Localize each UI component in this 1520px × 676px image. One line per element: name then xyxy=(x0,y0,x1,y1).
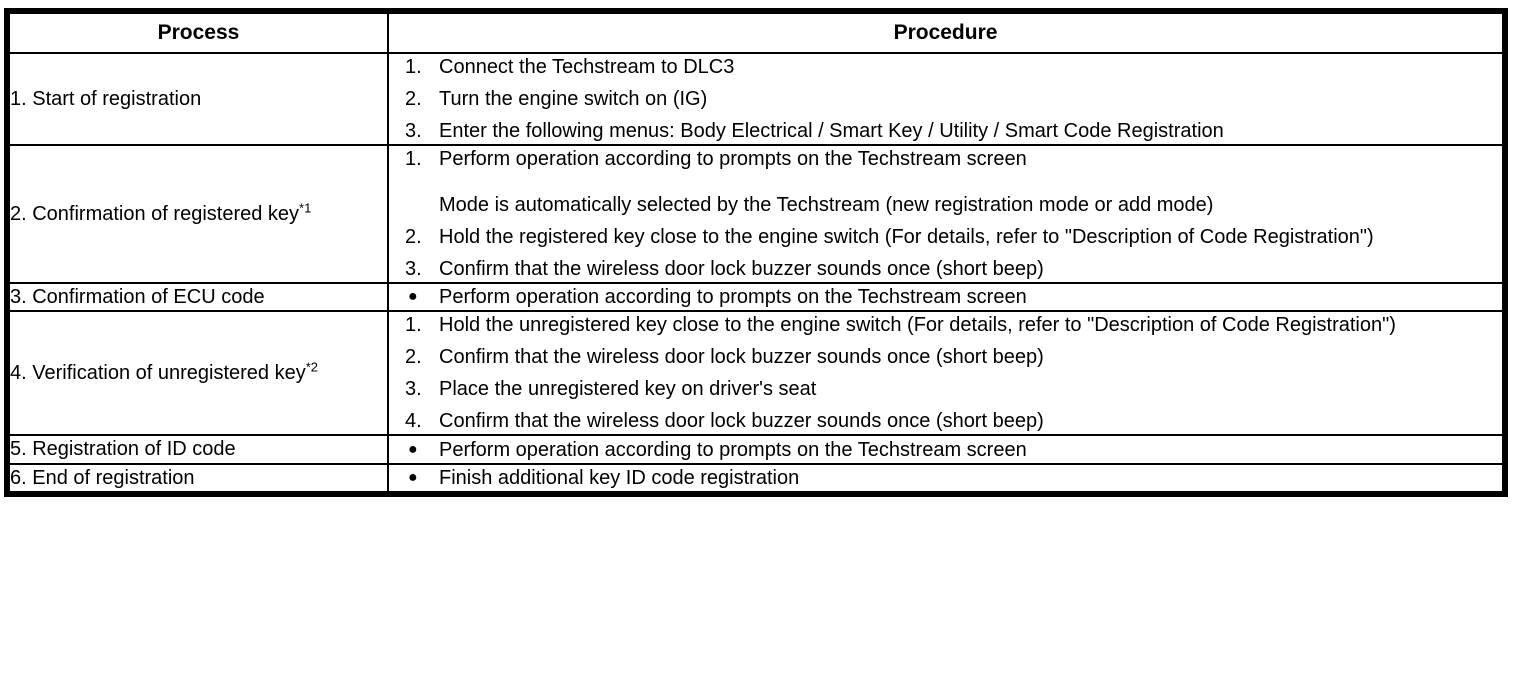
procedure-step-text: Confirm that the wireless door lock buzz… xyxy=(439,410,1044,433)
header-procedure: Procedure xyxy=(387,12,1504,54)
procedure-step-list: ● Perform operation according to prompts … xyxy=(389,284,1502,310)
table-row: 6. End of registration ● Finish additional… xyxy=(8,462,1504,494)
procedure-cell: 1. Connect the Techstream to DLC3 2. Turn t… xyxy=(387,52,1504,146)
procedure-table-container: Process Procedure 1. Start of registrati… xyxy=(4,8,1508,498)
process-label: 6. End of registration xyxy=(10,466,195,489)
procedure-cell: 1. Hold the unregistered key close to the… xyxy=(387,310,1504,437)
procedure-step-text: Confirm that the wireless door lock buzz… xyxy=(439,346,1044,369)
table-row: 4. Verification of unregistered key*2 1. H… xyxy=(8,310,1504,437)
process-cell: 1. Start of registration xyxy=(8,52,389,146)
table-row: 3. Confirmation of ECU code ● Perform oper… xyxy=(8,281,1504,313)
table-row: 5. Registration of ID code ● Perform opera… xyxy=(8,434,1504,465)
procedure-step: 1. Perform operation according to prompts… xyxy=(389,146,1502,172)
procedure-note: Mode is automatically selected by the Te… xyxy=(439,194,1214,216)
step-number: 1. xyxy=(405,56,422,78)
process-label: 3. Confirmation of ECU code xyxy=(10,286,265,308)
bullet-icon: ● xyxy=(408,288,418,306)
bullet-icon: ● xyxy=(408,440,418,458)
process-footnote-marker: *1 xyxy=(299,200,312,216)
procedure-step-list: 1. Connect the Techstream to DLC3 2. Turn t… xyxy=(389,54,1502,144)
procedure-step-list: 1. Perform operation according to prompts… xyxy=(389,146,1502,282)
procedure-cell: ● Perform operation according to prompts … xyxy=(387,281,1504,313)
step-number: 3. xyxy=(405,378,422,401)
step-number: 3. xyxy=(405,120,422,142)
procedure-step: 2. Hold the registered key close to the e… xyxy=(389,224,1502,250)
header-process: Process xyxy=(8,12,389,54)
procedure-step: 3. Enter the following menus: Body Electr… xyxy=(389,118,1502,144)
procedure-step-list: 1. Hold the unregistered key close to the… xyxy=(389,312,1502,434)
procedure-step-text: Place the unregistered key on driver's s… xyxy=(439,378,817,401)
procedure-step: 1. Hold the unregistered key close to the… xyxy=(389,312,1502,338)
process-cell: 4. Verification of unregistered key*2 xyxy=(8,310,389,437)
step-number: 2. xyxy=(405,346,422,369)
process-footnote-marker: *2 xyxy=(305,359,319,375)
procedure-cell: ● Perform operation according to prompts … xyxy=(387,434,1504,465)
procedure-step-text: Perform operation according to prompts o… xyxy=(439,148,1027,170)
procedure-step-text: Connect the Techstream to DLC3 xyxy=(439,56,735,78)
step-number: 4. xyxy=(405,410,422,433)
procedure-step-text: Perform operation according to prompts o… xyxy=(439,286,1027,309)
procedure-step-text: Confirm that the wireless door lock buzz… xyxy=(439,258,1044,280)
step-number: 2. xyxy=(405,88,422,110)
table-body: 1. Start of registration 1. Connect the Te… xyxy=(8,52,1504,494)
process-cell: 6. End of registration xyxy=(8,462,389,494)
procedure-step: ● Perform operation according to prompts … xyxy=(389,284,1502,310)
procedure-step: ● Perform operation according to prompts … xyxy=(389,437,1502,463)
procedure-step: 1. Connect the Techstream to DLC3 xyxy=(389,54,1502,80)
table-row: 2. Confirmation of registered key*1 1. Per… xyxy=(8,144,1504,284)
table-row: 1. Start of registration 1. Connect the Te… xyxy=(8,52,1504,146)
procedure-step-text: Turn the engine switch on (IG) xyxy=(439,88,708,110)
procedure-step-text: Perform operation according to prompts o… xyxy=(439,438,1027,461)
procedure-cell: 1. Perform operation according to prompts… xyxy=(387,144,1504,284)
process-cell: 2. Confirmation of registered key*1 xyxy=(8,144,389,284)
procedure-step: 2. Turn the engine switch on (IG) xyxy=(389,86,1502,112)
bullet-icon: ● xyxy=(408,468,418,486)
step-number: 3. xyxy=(405,258,422,280)
procedure-step-text: Enter the following menus: Body Electric… xyxy=(439,120,1224,142)
procedure-step-list: ● Finish additional key ID code registrat… xyxy=(389,465,1502,491)
step-number: 1. xyxy=(405,314,422,337)
step-number: 1. xyxy=(405,148,422,170)
table-header: Process Procedure xyxy=(8,12,1504,54)
process-label: 1. Start of registration xyxy=(10,87,202,110)
step-number: 2. xyxy=(405,226,422,248)
process-cell: 3. Confirmation of ECU code xyxy=(8,281,389,313)
process-label: 2. Confirmation of registered key xyxy=(10,202,300,225)
process-label: 4. Verification of unregistered key xyxy=(10,362,306,385)
procedure-step-list: ● Perform operation according to prompts … xyxy=(389,437,1502,463)
procedure-step: 2. Confirm that the wireless door lock bu… xyxy=(389,344,1502,370)
procedure-step-text: Finish additional key ID code registrati… xyxy=(439,466,800,489)
procedure-cell: ● Finish additional key ID code registrat… xyxy=(387,462,1504,494)
procedure-step-text: Hold the registered key close to the eng… xyxy=(439,226,1374,248)
header-row: Process Procedure xyxy=(8,12,1504,54)
procedure-step: 4. Confirm that the wireless door lock bu… xyxy=(389,408,1502,434)
smart-code-registration-table: Process Procedure 1. Start of registrati… xyxy=(8,12,1504,494)
procedure-step-text: Hold the unregistered key close to the e… xyxy=(439,314,1396,337)
procedure-step: 3. Place the unregistered key on driver's… xyxy=(389,376,1502,402)
procedure-step: ● Finish additional key ID code registrat… xyxy=(389,465,1502,491)
process-label: 5. Registration of ID code xyxy=(10,438,236,461)
process-cell: 5. Registration of ID code xyxy=(8,434,389,465)
procedure-step: 3. Confirm that the wireless door lock bu… xyxy=(389,256,1502,282)
